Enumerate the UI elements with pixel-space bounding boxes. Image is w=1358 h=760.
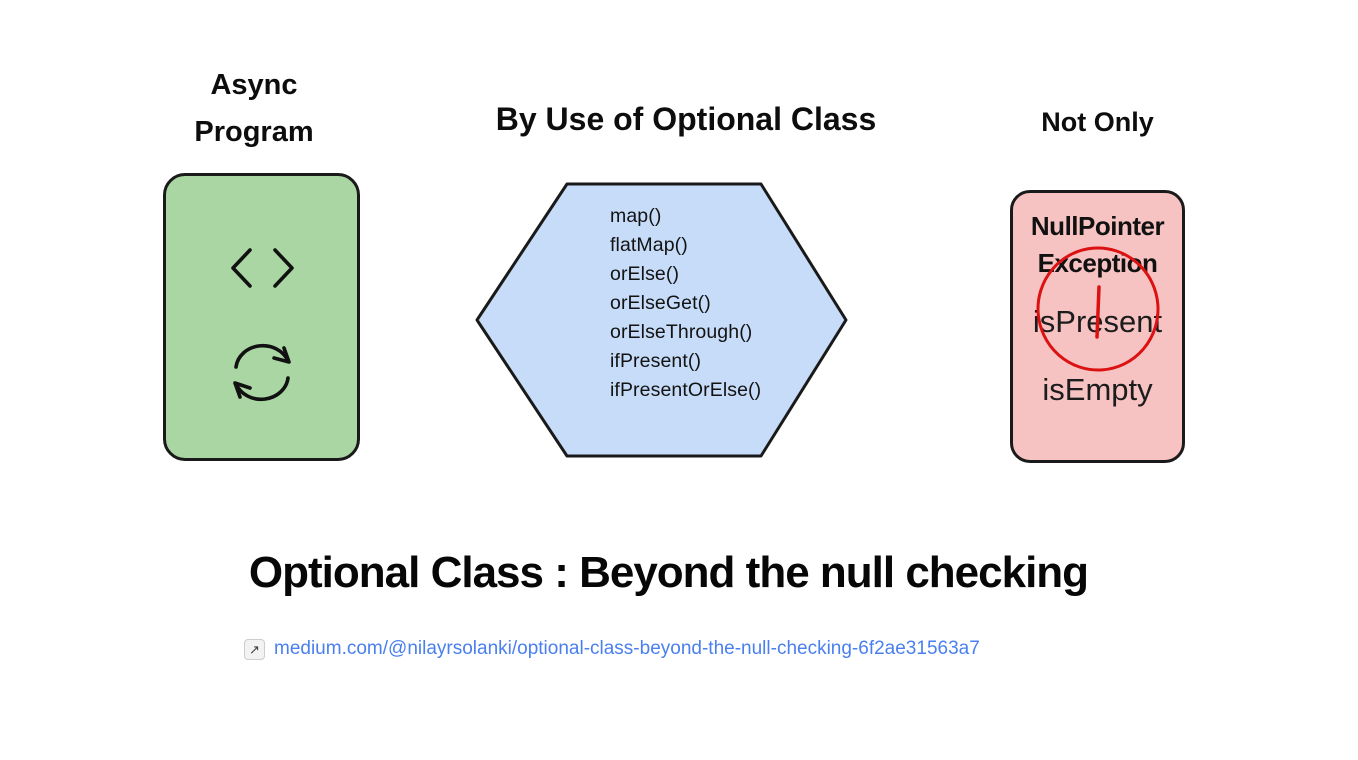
external-link-icon[interactable]: ↗ [244,638,265,660]
page-title: Optional Class : Beyond the null checkin… [248,548,1089,597]
nullpointer-box: NullPointer Exception isPresent isEmpty [1010,190,1185,463]
async-label-line2: Program [194,116,314,148]
method-item: orElse() [610,263,680,285]
nullpointer-line2: Exception [1037,248,1158,278]
async-program-label: Async Program [140,62,368,156]
method-item: flatMap() [610,234,688,256]
async-program-box [163,173,360,461]
async-box-icons [231,248,294,402]
method-item: orElseGet() [610,292,711,314]
article-link-row: ↗ medium.com/@nilayrsolanki/optional-cla… [244,638,980,660]
isempty-label: isEmpty [1042,372,1153,407]
async-label-line1: Async [210,69,298,101]
method-item: orElseThrough() [610,321,753,343]
hexagon-title: By Use of Optional Class [495,101,877,137]
article-link[interactable]: medium.com/@nilayrsolanki/optional-class… [274,638,980,659]
method-item: ifPresentOrElse() [610,379,762,401]
sync-cycle-icon [233,343,291,402]
code-brackets-icon [231,248,294,288]
optional-methods-hexagon [475,182,848,458]
optional-method-list: map() flatMap() orElse() orElseGet() orE… [610,202,761,405]
method-item: map() [610,205,662,227]
method-item: ifPresent() [610,350,702,372]
ispresent-label: isPresent [1032,304,1163,339]
nullpointer-line1: NullPointer [1030,211,1165,241]
not-only-label: Not Only [1041,107,1154,137]
